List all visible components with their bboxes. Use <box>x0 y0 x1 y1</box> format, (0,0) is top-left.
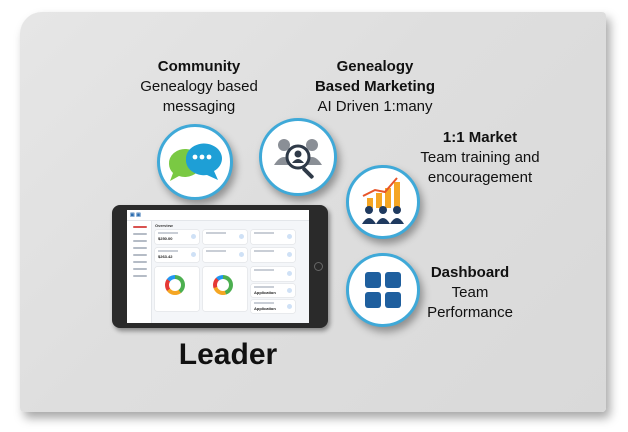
tablet-home-button <box>314 262 323 271</box>
leader-label: Leader <box>178 338 278 371</box>
chat-bubbles-icon <box>157 124 233 200</box>
screen-logo: ▣ ▣ <box>130 212 141 218</box>
stat-card <box>203 248 247 262</box>
market-title: 1:1 Market <box>442 129 518 146</box>
stat-value: $263.42 <box>158 254 173 259</box>
performance-card <box>155 267 199 311</box>
screen-title: Overview <box>155 223 173 228</box>
stat-card: Application <box>251 300 295 313</box>
community-line2: messaging <box>162 98 236 115</box>
dashboard-grid-icon <box>346 253 420 327</box>
genealogy-line1: AI Driven 1:many <box>317 98 433 115</box>
tablet-screen: ▣ ▣ Overview $250.00 $263.42 <box>127 210 309 323</box>
team-search-icon <box>259 118 337 196</box>
community-title: Community <box>157 58 241 75</box>
screen-topbar: ▣ ▣ <box>127 210 309 221</box>
market-line2: encouragement <box>427 169 533 186</box>
genealogy-title-2: Based Marketing <box>314 78 436 95</box>
stat-card: $250.00 <box>155 230 199 244</box>
dashboard-line1: Team <box>451 284 489 301</box>
stat-value: Application <box>254 306 276 311</box>
stat-card <box>203 230 247 244</box>
community-caption: Community Genealogy based messaging <box>114 57 284 117</box>
screen-sidebar <box>127 221 152 323</box>
dashboard-line2: Performance <box>427 304 513 321</box>
stat-card: Application <box>251 284 295 297</box>
stat-card: $263.42 <box>155 248 199 262</box>
genealogy-title-1: Genealogy <box>336 58 414 75</box>
performance-card <box>203 267 247 311</box>
dashboard-caption: Dashboard Team Performance <box>405 263 535 323</box>
stat-value: Application <box>254 290 276 295</box>
dashboard-title: Dashboard <box>430 264 510 281</box>
stat-card <box>251 248 295 262</box>
stat-card <box>251 267 295 281</box>
market-line1: Team training and <box>420 149 540 166</box>
tablet-device: ▣ ▣ Overview $250.00 $263.42 <box>112 205 328 328</box>
community-line1: Genealogy based <box>140 78 258 95</box>
team-growth-chart-icon <box>346 165 420 239</box>
stat-card <box>251 230 295 244</box>
genealogy-caption: Genealogy Based Marketing AI Driven 1:ma… <box>290 57 460 117</box>
stat-value: $250.00 <box>158 236 173 241</box>
market-caption: 1:1 Market Team training and encourageme… <box>400 128 560 188</box>
